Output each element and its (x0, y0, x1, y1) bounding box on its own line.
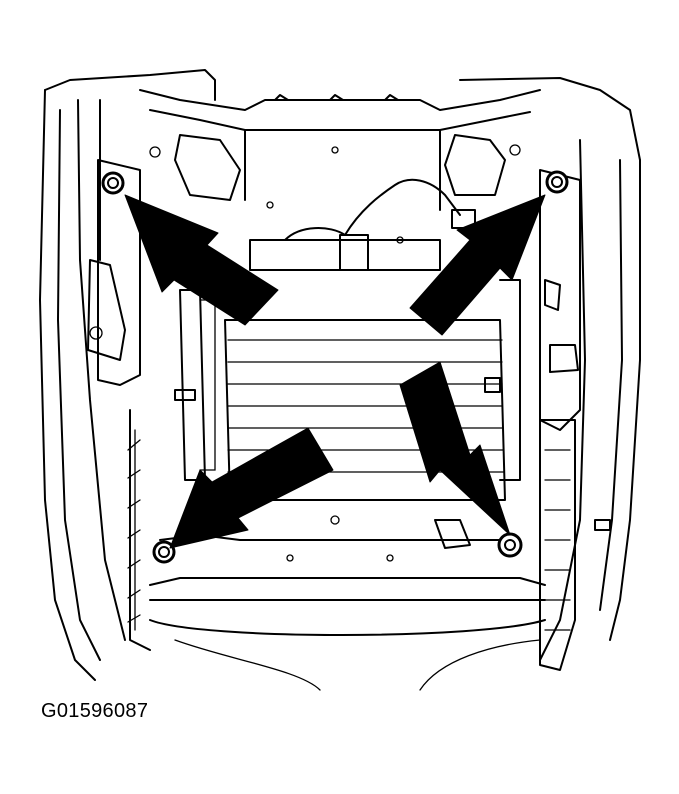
arrow-rear-left (124, 194, 279, 326)
figure-id-caption: G01596087 (41, 700, 149, 722)
seat-front-crossmember (149, 515, 546, 691)
arrow-front-right (399, 361, 511, 536)
seat-frame-top (139, 89, 541, 211)
right-seat-track (459, 77, 641, 671)
mounting-bolts (101, 170, 569, 564)
arrow-rear-right (409, 194, 546, 336)
seat-pan (224, 146, 506, 501)
arrow-front-left (169, 427, 334, 549)
left-seat-track (39, 69, 216, 681)
